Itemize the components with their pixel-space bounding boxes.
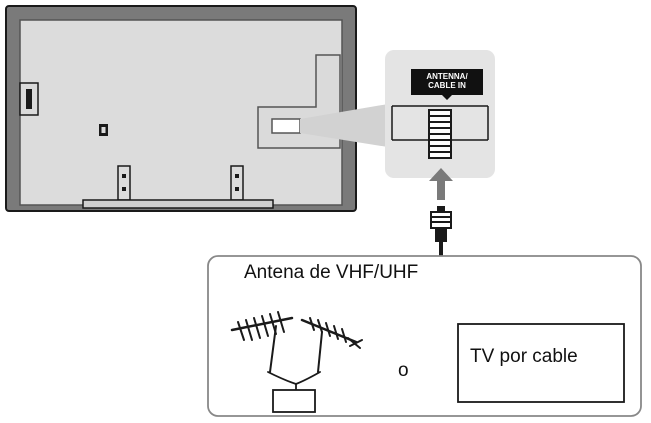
stand-mount-right — [230, 165, 244, 201]
coax-jack — [428, 109, 452, 159]
antenna-label: Antena de VHF/UHF — [244, 262, 419, 283]
signal-mixer-box — [272, 389, 316, 413]
connection-arrow — [429, 168, 453, 200]
cable-tv-box — [457, 323, 625, 403]
coax-plug — [430, 206, 452, 242]
tv-back-panel — [5, 5, 357, 212]
vhf-uhf-antenna-icon — [230, 311, 363, 391]
stand-mount-left — [117, 165, 131, 201]
port-label-badge — [411, 69, 483, 100]
port-zoom-view — [385, 50, 495, 178]
cable-tv-label: TV por cable — [470, 346, 578, 367]
or-label: o — [398, 360, 409, 381]
tv-antenna-input — [271, 118, 301, 134]
port-label-line2: CABLE IN — [428, 81, 466, 90]
zoom-callout — [300, 103, 394, 148]
port-label-line1: ANTENNA/ — [426, 72, 468, 81]
port-label: ANTENNA/ CABLE IN — [411, 72, 483, 90]
